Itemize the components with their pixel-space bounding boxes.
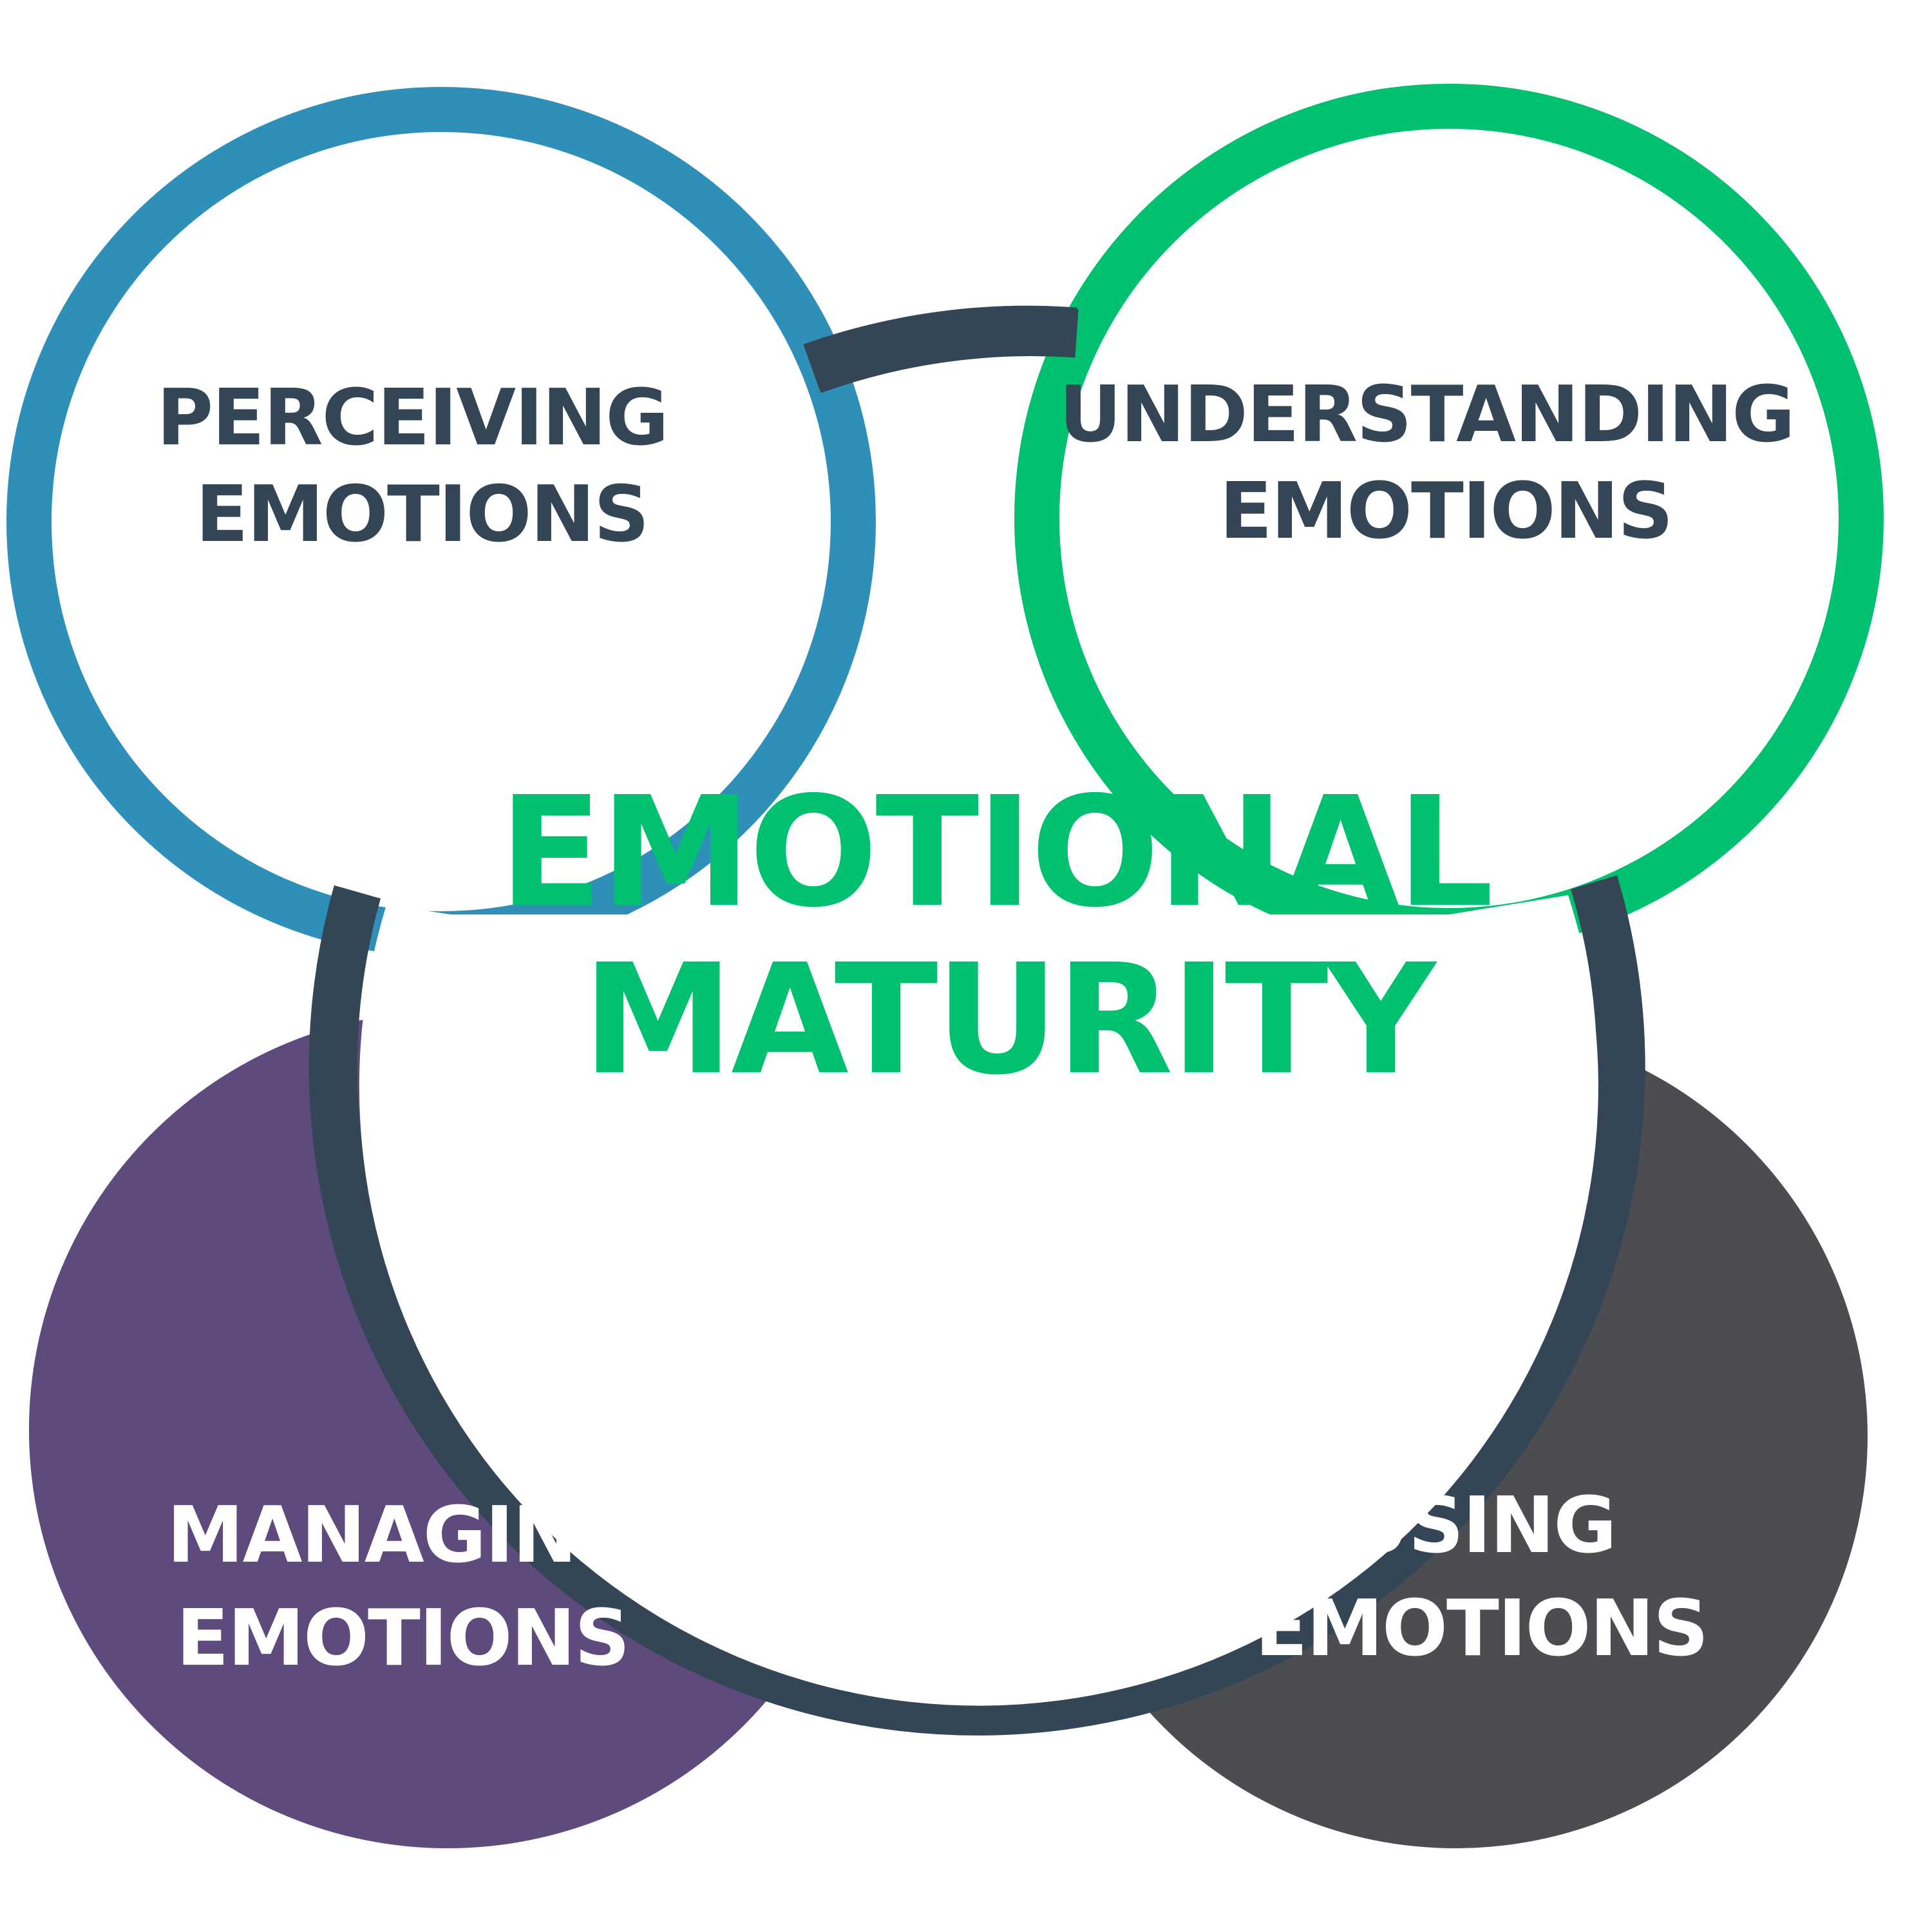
center-fill <box>359 895 1598 1706</box>
perceiving-label-line1: PERCEIVING <box>156 374 667 463</box>
center-title-line2: MATURITY <box>582 931 1437 1108</box>
center-title-line1: EMOTIONAL <box>499 764 1492 941</box>
center-top-connector <box>804 308 1079 393</box>
perceiving-label-line2: EMOTIONS <box>196 470 649 560</box>
managing-label-line2: EMOTIONS <box>176 1594 629 1683</box>
managing-label-line1: MANAGING <box>167 1491 638 1580</box>
using-label-line2: EMOTIONS <box>1255 1584 1708 1674</box>
using-label-line1: USING <box>1347 1481 1615 1571</box>
understanding-label-line1: UNDERSTANDING <box>1059 370 1794 460</box>
understanding-label-line2: EMOTIONS <box>1220 467 1672 556</box>
